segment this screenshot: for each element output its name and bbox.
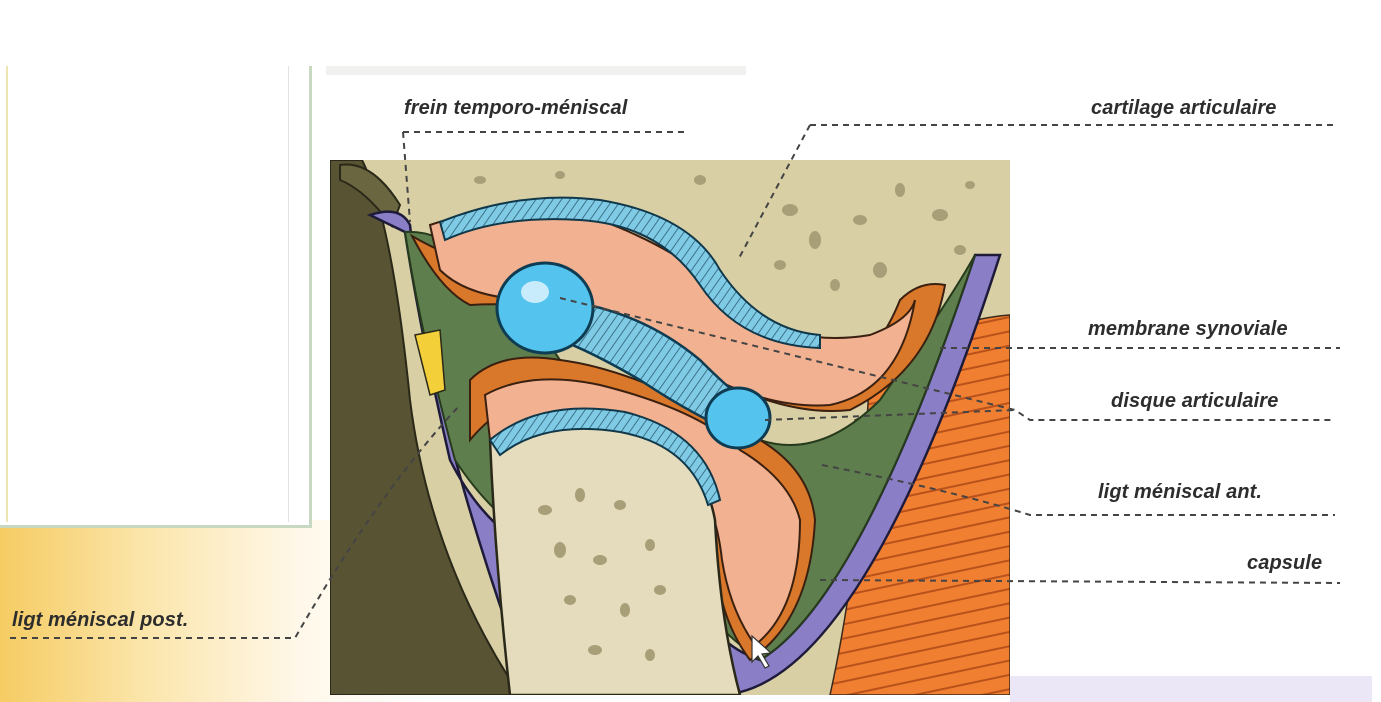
disc-posterior-band (495, 261, 595, 355)
left-panel (0, 66, 312, 528)
leader-cartilage (737, 124, 1335, 261)
condyle-cartilage (488, 407, 722, 507)
condyle-spots (538, 488, 666, 661)
background-strip (1010, 676, 1372, 702)
left-panel-inner (6, 66, 289, 522)
leader-disque (559, 297, 1335, 421)
leader-capsule (819, 579, 1341, 584)
label-ligt-meniscal-ant: ligt méniscal ant. (1098, 481, 1263, 503)
label-ligt-meniscal-post: ligt méniscal post. (12, 609, 189, 631)
anatomy-illustration (330, 160, 1010, 695)
upper-cartilage (438, 196, 821, 350)
leader-lines (10, 124, 1341, 639)
disc-highlight (521, 281, 549, 303)
mouse-cursor (751, 634, 773, 669)
top-strip (326, 66, 746, 75)
leader-ligt-post (10, 404, 461, 639)
label-cartilage-articulaire: cartilage articulaire (1091, 97, 1277, 119)
label-frein-temporo-meniscal: frein temporo-méniscal (404, 97, 628, 119)
disc-anterior-band (704, 386, 772, 450)
yellow-patch (414, 329, 446, 396)
label-membrane-synoviale: membrane synoviale (1088, 318, 1288, 340)
leader-frein (402, 131, 688, 223)
label-capsule: capsule (1247, 552, 1323, 574)
label-disque-articulaire: disque articulaire (1111, 390, 1279, 412)
leader-ligt-ant (821, 464, 1335, 516)
